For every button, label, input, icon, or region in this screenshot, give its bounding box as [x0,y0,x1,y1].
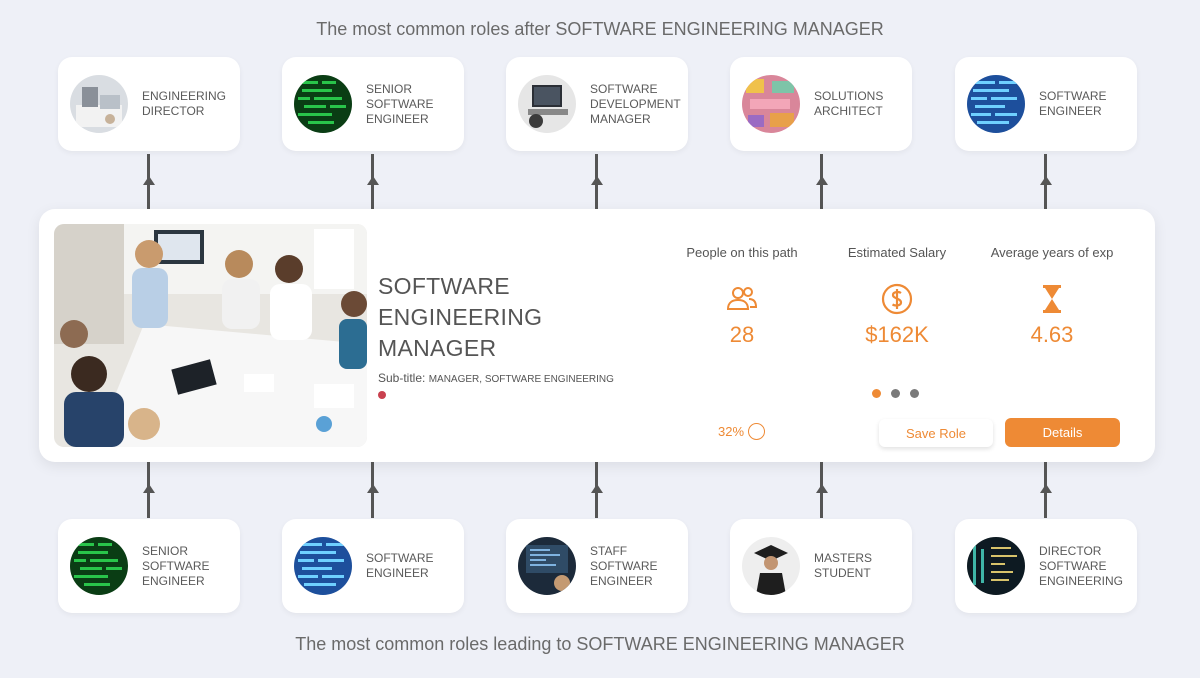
carousel-pager [872,389,919,398]
graduate-photo-icon [742,537,800,595]
stat-value: 28 [729,322,755,347]
role-label: STAFF SOFTWARE ENGINEER [590,543,658,588]
stat-salary: Estimated Salary $162K [822,245,972,348]
previous-role-card[interactable]: SOFTWARE ENGINEER [282,519,464,613]
indicator-dot [378,391,386,399]
next-roles-heading: The most common roles after SOFTWARE ENG… [316,19,884,39]
dark-code-photo-icon [967,537,1025,595]
blue-code-photo-icon [294,537,352,595]
arrow-up-icon [1040,484,1052,493]
role-label: SOFTWARE ENGINEER [1039,89,1107,118]
arrow-up-icon [1040,176,1052,185]
monitor-code-photo-icon [518,537,576,595]
next-role-card[interactable]: SOFTWARE ENGINEER [955,57,1137,151]
role-label: SOLUTIONS ARCHITECT [814,89,884,118]
office-desk-photo-icon [70,75,128,133]
role-label: SENIOR SOFTWARE ENGINEER [366,81,434,126]
arrow-up-icon [816,484,828,493]
next-role-card[interactable]: SOFTWARE DEVELOPMENT MANAGER [506,57,688,151]
pager-dot[interactable] [910,389,919,398]
role-label: SOFTWARE DEVELOPMENT MANAGER [590,81,681,126]
role-subtitle: Sub-title: MANAGER, SOFTWARE ENGINEERING [378,371,614,385]
stat-experience: Average years of exp 4.63 [977,245,1127,348]
next-role-card[interactable]: SOLUTIONS ARCHITECT [730,57,912,151]
blue-code-photo-icon [967,75,1025,133]
previous-roles-heading: The most common roles leading to SOFTWAR… [295,634,905,654]
role-title: SOFTWARE ENGINEERING MANAGER [378,273,543,361]
progress-ring-icon [748,423,766,440]
role-label: MASTERS STUDENT [814,551,873,580]
people-icon [725,282,759,316]
previous-role-card[interactable]: SENIOR SOFTWARE ENGINEER [58,519,240,613]
arrow-up-icon [367,484,379,493]
stat-people: People on this path 28 [667,245,817,348]
hourglass-icon [1035,282,1069,316]
pager-dot[interactable] [872,389,881,398]
next-role-card[interactable]: SENIOR SOFTWARE ENGINEER [282,57,464,151]
role-label: SENIOR SOFTWARE ENGINEER [142,543,210,588]
dollar-icon [880,282,914,316]
arrow-up-icon [591,176,603,185]
arrow-up-icon [143,484,155,493]
details-button[interactable]: Details [1005,418,1120,447]
role-label: SOFTWARE ENGINEER [366,551,434,580]
green-code-photo-icon [70,537,128,595]
next-role-card[interactable]: ENGINEERING DIRECTOR [58,57,240,151]
arrow-up-icon [367,176,379,185]
previous-role-card[interactable]: STAFF SOFTWARE ENGINEER [506,519,688,613]
previous-role-card[interactable]: MASTERS STUDENT [730,519,912,613]
green-code-photo-icon [294,75,352,133]
stat-value: 4.63 [1030,322,1074,347]
colorful-blueprint-photo-icon [742,75,800,133]
stat-label: Average years of exp [990,245,1114,260]
role-label: ENGINEERING DIRECTOR [142,89,227,118]
progress-indicator: 32% [718,423,766,440]
subtitle-label: Sub-title: [378,371,426,385]
save-role-button[interactable]: Save Role [879,419,993,447]
pager-dot[interactable] [891,389,900,398]
progress-value: 32% [718,424,745,439]
stat-value: $162K [865,322,929,347]
previous-role-card[interactable]: DIRECTOR SOFTWARE ENGINEERING [955,519,1137,613]
stat-label: People on this path [686,245,798,260]
laptop-typing-photo-icon [518,75,576,133]
current-role-card: SOFTWARE ENGINEERING MANAGER Sub-title: … [39,209,1155,462]
role-label: DIRECTOR SOFTWARE ENGINEERING [1039,543,1124,588]
team-meeting-photo-icon [54,224,367,447]
subtitle-value: MANAGER, SOFTWARE ENGINEERING [428,374,614,385]
stat-label: Estimated Salary [847,245,947,260]
arrow-up-icon [816,176,828,185]
arrow-up-icon [143,176,155,185]
arrow-up-icon [591,484,603,493]
